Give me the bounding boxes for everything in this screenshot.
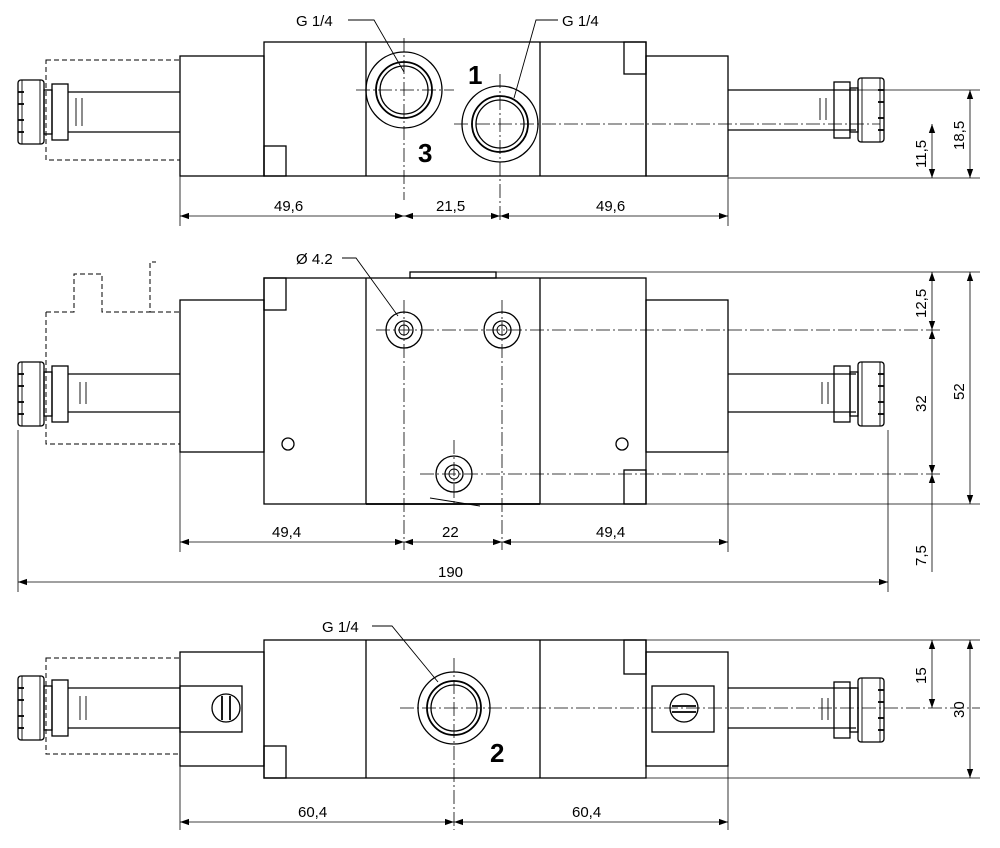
callout-g14-left: G 1/4 [296, 13, 333, 30]
bottom-view: G 1/4 2 60,4 60,4 15 30 [17, 619, 980, 830]
right-solenoid [728, 77, 885, 143]
pin-hole-right [615, 437, 629, 451]
dim-total-length: 190 [438, 564, 463, 581]
left-solenoid [17, 59, 181, 161]
dim-bottom-v-small: 15 [913, 667, 930, 684]
left-connector-dashed [45, 261, 180, 445]
left-solenoid-bottom [17, 657, 181, 755]
dim-top-v-large: 18,5 [951, 121, 968, 150]
manual-override-left-icon [211, 693, 241, 723]
port-label-2: 2 [490, 738, 504, 768]
port-label-3: 3 [418, 138, 432, 168]
pin-hole-left [281, 437, 295, 451]
dim-mid-v-top: 12,5 [913, 289, 930, 318]
callout-g14-right: G 1/4 [562, 13, 599, 30]
valve-body-bottom [179, 639, 729, 779]
valve-body-top [179, 41, 729, 177]
dim-top-v-small: 11,5 [913, 140, 930, 168]
middle-view: Ø 4.2 49,4 22 49,4 190 12,5 32 52 7,5 [17, 251, 980, 592]
dim-mid-v-total: 52 [951, 383, 968, 400]
leader-right [513, 19, 558, 99]
leader-hole [342, 257, 399, 317]
dim-mid-center: 22 [442, 524, 459, 541]
leader-bottom [372, 625, 439, 683]
dim-bottom-right: 60,4 [572, 804, 601, 821]
dim-mid-left: 49,4 [272, 524, 301, 541]
callout-hole-diameter: Ø 4.2 [296, 251, 333, 268]
valve-body-middle [179, 271, 729, 507]
top-view: G 1/4 G 1/4 1 3 49,6 21,5 49,6 11,5 18,5 [17, 13, 980, 226]
dim-mid-right: 49,4 [596, 524, 625, 541]
dim-bottom-v-large: 30 [951, 701, 968, 718]
leader-left [348, 19, 405, 73]
port-label-1: 1 [468, 60, 482, 90]
dim-bottom-left: 60,4 [298, 804, 327, 821]
dim-top-right: 49,6 [596, 198, 625, 215]
dim-mid-v-32: 32 [913, 395, 930, 412]
dim-top-mid: 21,5 [436, 198, 465, 215]
dim-top-left: 49,6 [274, 198, 303, 215]
dim-mid-v-bottom: 7,5 [913, 545, 930, 566]
callout-g14-bottom: G 1/4 [322, 619, 359, 636]
